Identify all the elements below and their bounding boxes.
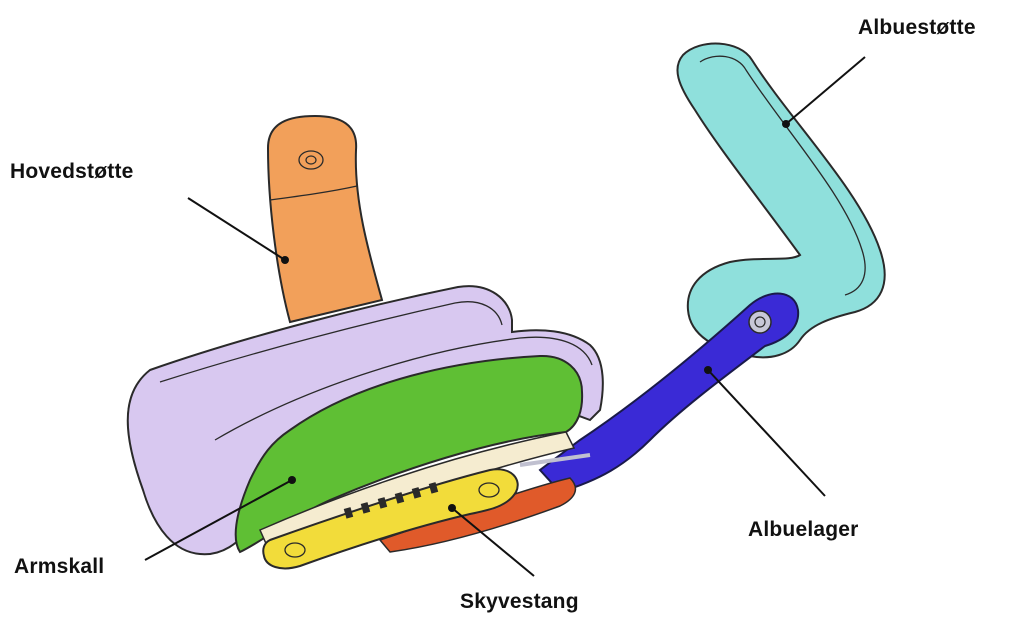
label-albuestotte: Albuestøtte (858, 16, 976, 40)
leader-albuelager (708, 370, 825, 496)
albuelager-bolt (749, 311, 771, 333)
hovedstotte-body (268, 116, 382, 322)
label-skyvestang: Skyvestang (460, 590, 579, 614)
label-hovedstotte: Hovedstøtte (10, 160, 134, 184)
skyvestang-rivet-right (479, 483, 499, 497)
label-albuelager: Albuelager (748, 518, 859, 542)
skyvestang-rivet-left (285, 543, 305, 557)
label-armskall: Armskall (14, 555, 104, 579)
hovedstotte-part (268, 116, 382, 322)
hovedstotte-rivet (299, 151, 323, 169)
leader-albuestotte (786, 57, 865, 124)
